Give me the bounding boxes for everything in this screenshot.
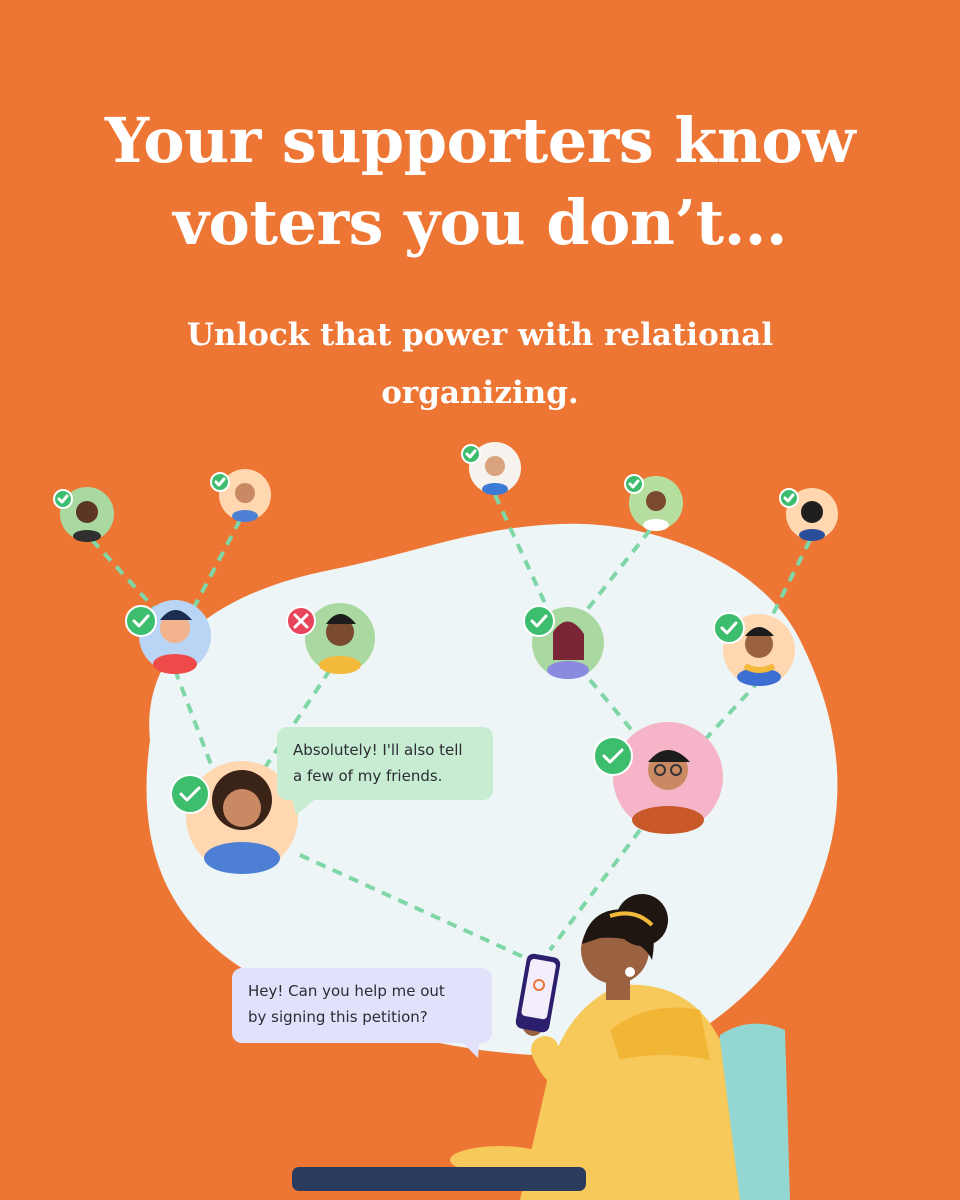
subheadline: Unlock that power with relational organi… xyxy=(100,306,860,422)
avatar-small-1 xyxy=(60,487,114,542)
check-icon xyxy=(53,444,799,814)
subheadline-line-1: Unlock that power with relational xyxy=(186,317,774,353)
avatar-small-5 xyxy=(786,488,838,541)
headline-line-1: Your supporters know xyxy=(104,104,856,177)
avatar-small-3 xyxy=(469,442,521,495)
x-icon xyxy=(286,606,316,636)
request-message-line-1: Hey! Can you help me out xyxy=(248,982,445,1000)
check-marks xyxy=(57,449,795,802)
avatar-medium-2 xyxy=(305,603,375,674)
request-message-bubble: Hey! Can you help me out by signing this… xyxy=(232,968,492,1043)
reply-message-line-1: Absolutely! I'll also tell xyxy=(293,741,463,759)
reply-message-bubble: Absolutely! I'll also tell a few of my f… xyxy=(277,727,493,800)
avatar-large-left xyxy=(186,761,298,874)
subheadline-line-2: organizing. xyxy=(381,375,579,411)
reply-message-line-2: a few of my friends. xyxy=(293,767,443,785)
headline: Your supporters know voters you don’t... xyxy=(40,100,920,264)
phone-icon xyxy=(515,953,561,1033)
avatar-medium-1 xyxy=(139,600,211,674)
avatar-small-4 xyxy=(629,476,683,531)
headline-line-2: voters you don’t... xyxy=(173,186,787,259)
avatar-large-right xyxy=(613,722,723,834)
avatar-small-2 xyxy=(219,469,271,522)
connector-lines xyxy=(90,494,812,962)
request-message-line-2: by signing this petition? xyxy=(248,1008,428,1026)
woman-figure xyxy=(520,894,740,1200)
desk-edge xyxy=(292,1167,586,1191)
